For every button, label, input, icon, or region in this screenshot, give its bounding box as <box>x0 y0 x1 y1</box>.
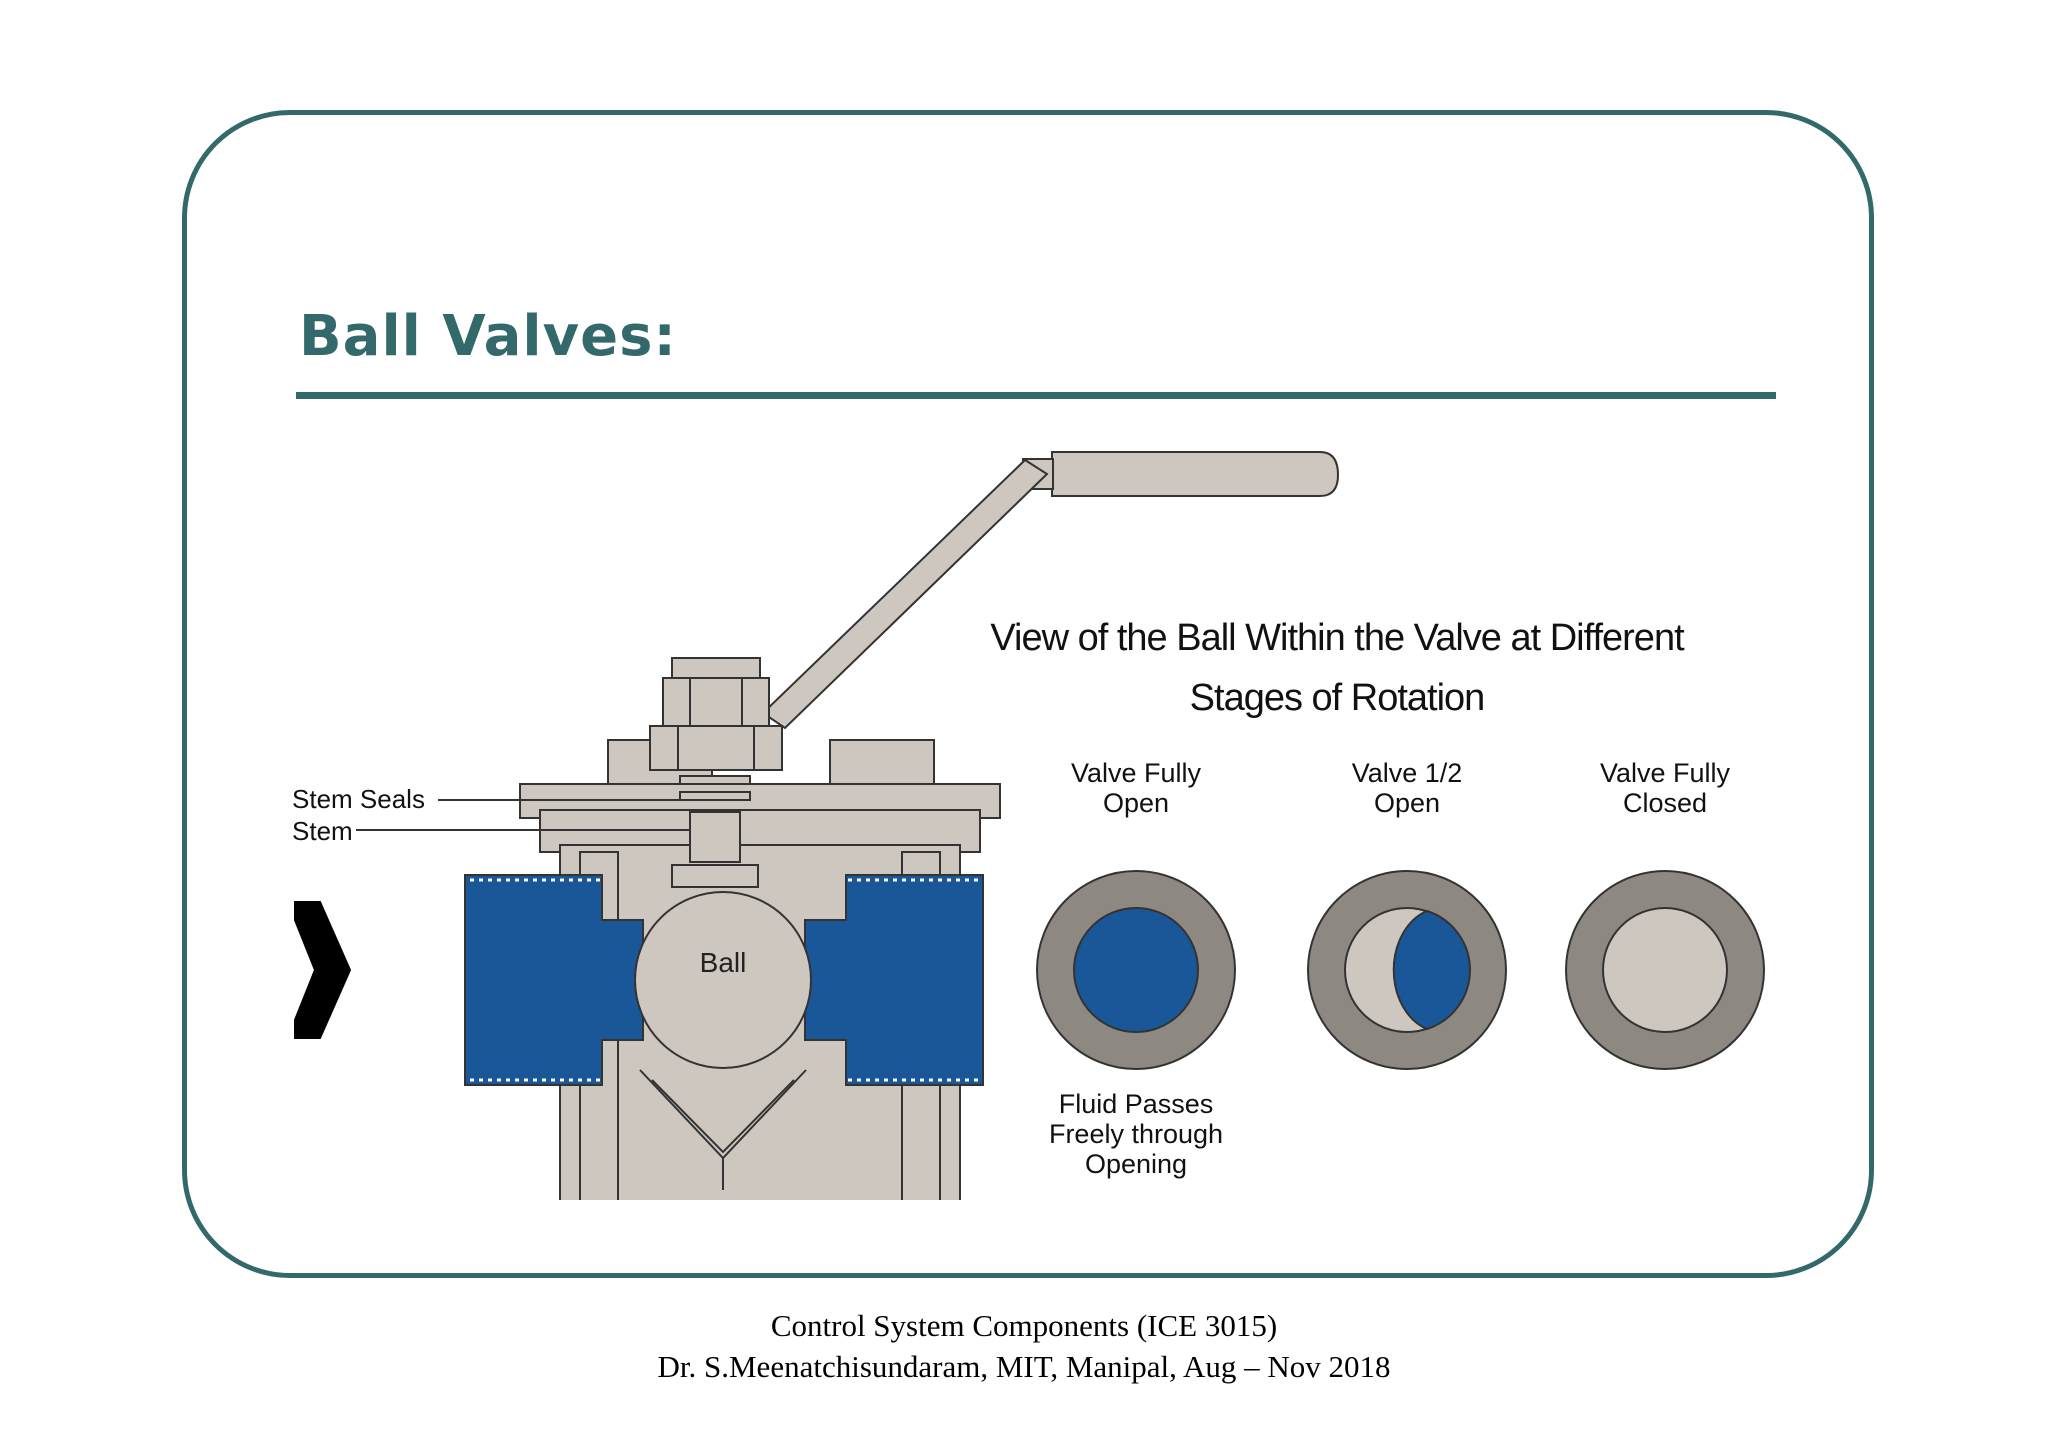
fluid-passage <box>464 874 984 1086</box>
stage-3-label-line2: Closed <box>1623 788 1707 818</box>
valve-ball <box>634 891 812 1069</box>
diagram-heading-line2: Stages of Rotation <box>1190 677 1485 719</box>
stage-fully-open <box>1036 870 1236 1070</box>
footer-author: Dr. S.Meenatchisundaram, MIT, Manipal, A… <box>657 1349 1391 1384</box>
ball-valve-diagram: Ball Stem Seals Stem View of the Ball Wi… <box>292 451 1765 1200</box>
valve-stem <box>671 775 759 888</box>
stage-fully-closed <box>1565 870 1765 1070</box>
stem-seals-label: Stem Seals <box>292 784 425 814</box>
stage-2-label-line1: Valve 1/2 <box>1352 758 1463 788</box>
ball-label: Ball <box>700 947 747 978</box>
caption-line3: Opening <box>1085 1149 1187 1179</box>
stage-1-label-line2: Open <box>1103 788 1169 818</box>
stage-3-label-line1: Valve Fully <box>1600 758 1731 788</box>
diagram-heading-line1: View of the Ball Within the Valve at Dif… <box>990 617 1685 659</box>
slide-frame <box>182 110 1874 1278</box>
stage-2-label-line2: Open <box>1374 788 1440 818</box>
slide-title: Ball Valves: <box>299 304 677 369</box>
title-underline <box>296 392 1776 399</box>
valve-handle <box>761 451 1340 730</box>
stem-nut <box>649 657 783 771</box>
stage-1-label-line1: Valve Fully <box>1071 758 1202 788</box>
flow-arrow-icon <box>294 901 352 1039</box>
caption-line2: Freely through <box>1049 1119 1223 1149</box>
stage-half-open <box>1307 870 1507 1070</box>
caption-line1: Fluid Passes <box>1059 1089 1214 1119</box>
footer-course: Control System Components (ICE 3015) <box>770 1308 1278 1343</box>
stem-label: Stem <box>292 816 353 846</box>
stem-labels: Stem Seals Stem <box>292 784 690 846</box>
valve-seat <box>639 1069 807 1190</box>
